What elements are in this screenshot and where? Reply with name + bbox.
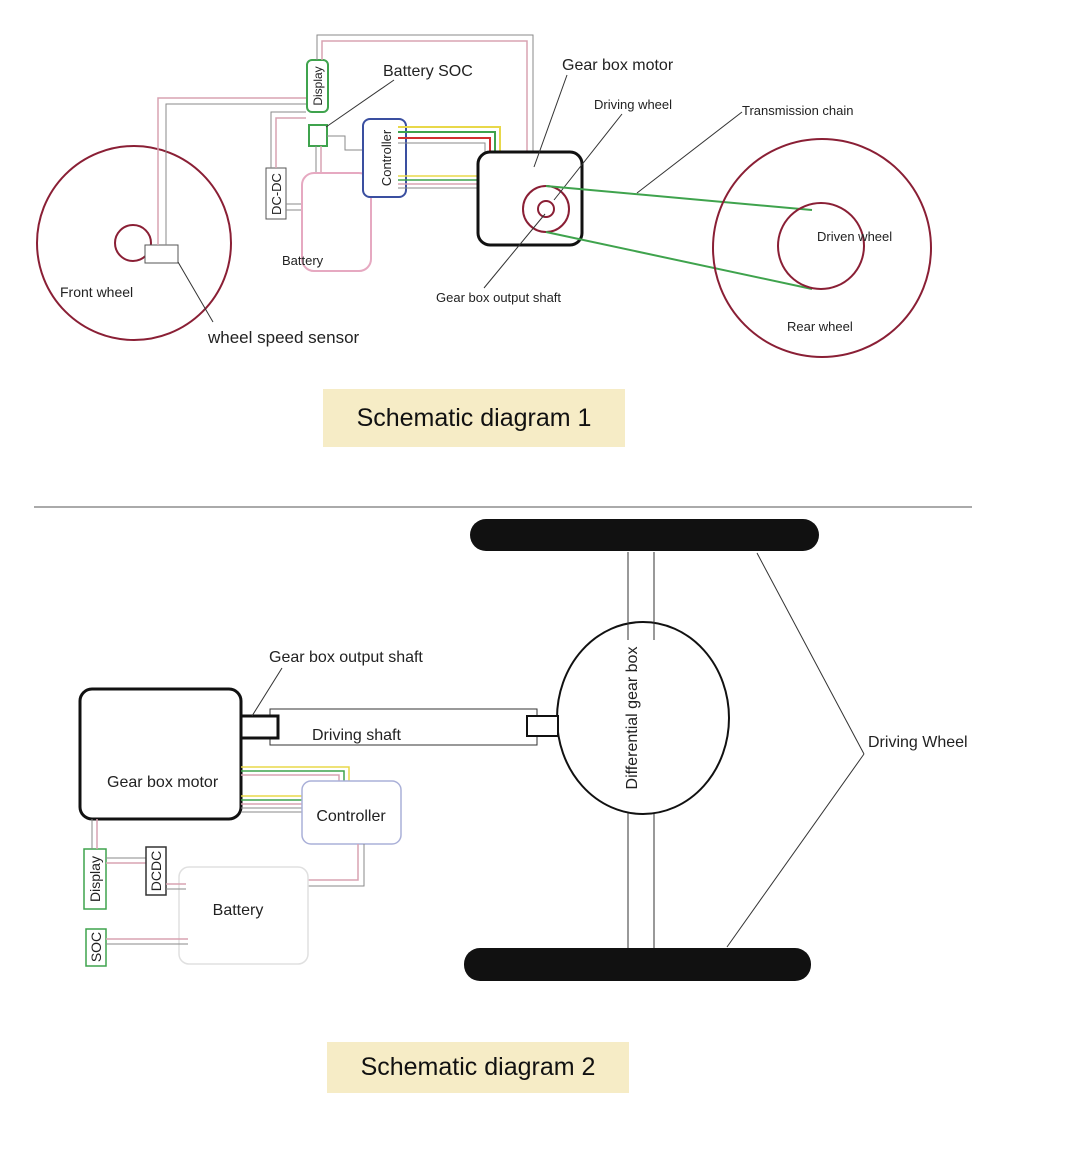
battery-box [301, 172, 372, 272]
bottom-tire [464, 948, 811, 981]
wheel-speed-sensor-label: wheel speed sensor [207, 328, 360, 347]
controller-label: Controller [379, 129, 394, 186]
front-wheel [36, 145, 232, 341]
battery-label: Battery [282, 253, 324, 268]
battery-label: Battery [213, 902, 264, 919]
gear-box-output-shaft-label: Gear box output shaft [269, 649, 423, 666]
dcdc-label: DCDC [148, 851, 164, 891]
differential-gear-box-label: Differential gear box [624, 647, 641, 790]
rear-wheel-label: Rear wheel [787, 319, 853, 334]
dcdc-wires [166, 883, 186, 890]
driving-wheel-leaders [726, 552, 865, 948]
controller-label: Controller [316, 808, 386, 825]
wheel-speed-sensor-leader [177, 261, 214, 323]
display-box [83, 848, 107, 910]
driving-wheel-label: Driving Wheel [868, 734, 968, 751]
driving-wheel-leader [553, 113, 623, 201]
driving-shaft-label: Driving shaft [312, 727, 401, 744]
display-label: Display [87, 856, 103, 902]
soc-label: SOC [88, 932, 104, 962]
dcdc-box [145, 846, 167, 896]
gear-box-motor-leader [533, 74, 568, 168]
transmission-chain-leader [636, 111, 743, 194]
driving-wheel-label: Driving wheel [594, 97, 672, 112]
controller-box [362, 118, 407, 198]
top-tire [470, 519, 819, 551]
display-label: Display [311, 66, 325, 105]
controller-motor-wires [398, 126, 501, 189]
gear-box-motor [476, 150, 584, 247]
soc-wires [106, 938, 188, 945]
schematic-diagram-1: Display DC-DC Battery SOC Battery Co [36, 34, 932, 358]
transmission-chain [545, 185, 813, 290]
differential-input-coupler [526, 715, 559, 737]
battery-box [178, 866, 309, 965]
battery-soc-label: Battery SOC [383, 63, 473, 80]
gear-box-output-shaft-leader [251, 667, 283, 717]
caption-diagram-2: Schematic diagram 2 [327, 1042, 629, 1093]
gear-box-output-shaft-leader [483, 213, 546, 289]
caption-diagram-1: Schematic diagram 1 [323, 389, 625, 447]
display-wires [91, 819, 146, 864]
sensor-wires [157, 97, 306, 245]
display-motor-wires [316, 34, 534, 152]
schematic-diagram-2: Differential gear box Driving Wheel Driv… [78, 519, 968, 981]
dc-dc-label: DC-DC [269, 173, 284, 215]
battery-soc-box [308, 124, 328, 147]
differential-gear-box [556, 621, 730, 815]
soc-box [85, 928, 107, 967]
gear-box-output-shaft-label: Gear box output shaft [436, 290, 561, 305]
gear-box-motor-label: Gear box motor [562, 57, 674, 74]
transmission-chain-label: Transmission chain [742, 103, 854, 118]
driven-wheel-label: Driven wheel [817, 229, 892, 244]
soc-wires [315, 135, 362, 176]
gear-box-output-shaft [239, 714, 280, 740]
gear-box-motor [78, 687, 243, 821]
battery-soc-leader [325, 79, 395, 128]
controller-box [301, 780, 402, 845]
rear-wheel [712, 138, 932, 358]
driving-shaft [269, 708, 538, 746]
gear-box-motor-label: Gear box motor [107, 774, 219, 791]
wheel-speed-sensor-box [144, 244, 179, 264]
gear-box-output-shaft [537, 200, 555, 218]
front-wheel-label: Front wheel [60, 284, 133, 300]
controller-battery-wires [308, 844, 365, 887]
dc-dc-wires [270, 111, 306, 211]
